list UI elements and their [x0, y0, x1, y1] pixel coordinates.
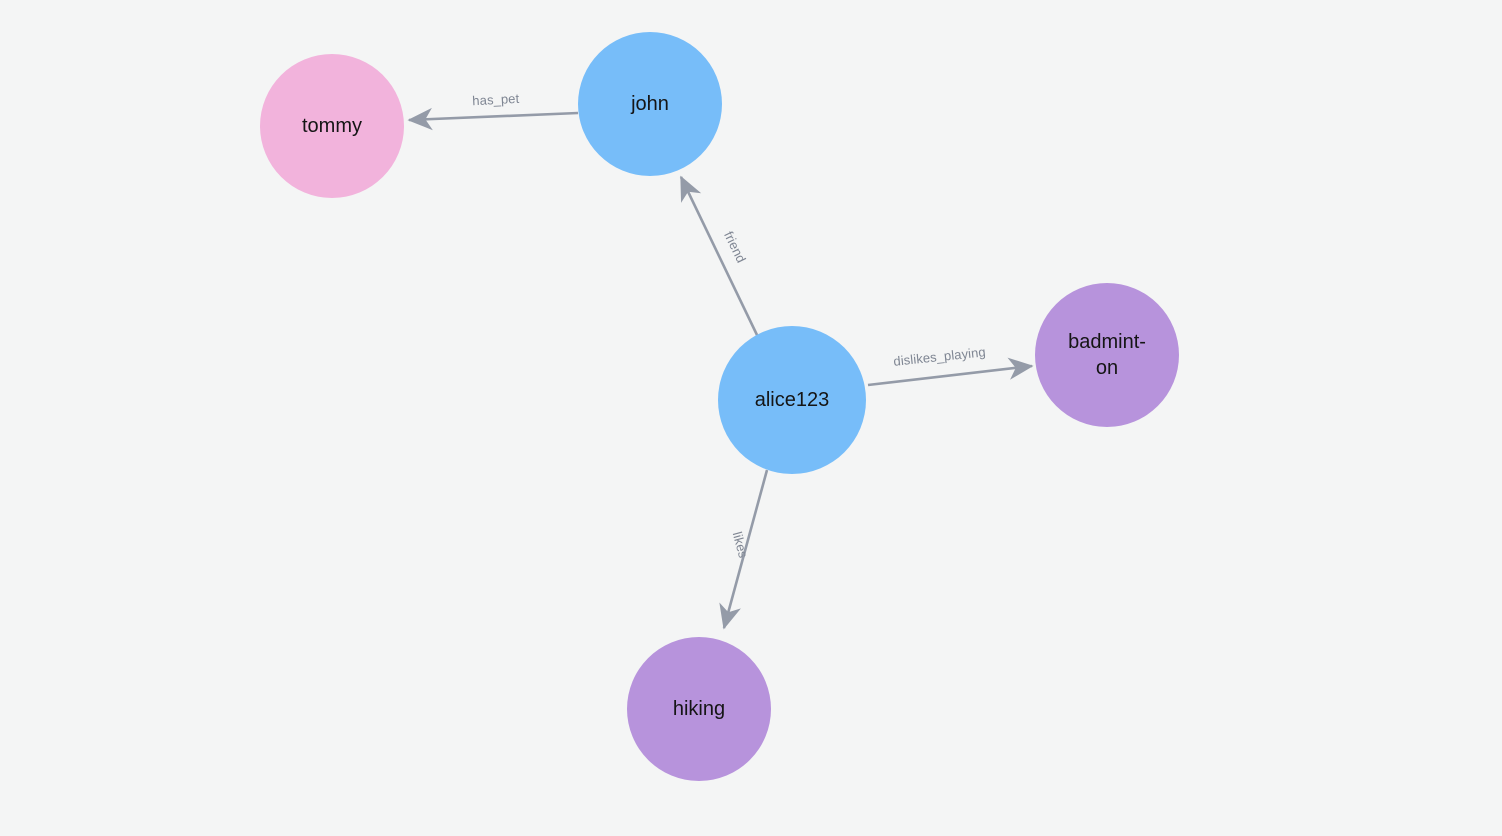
node-hiking[interactable]: hiking [627, 637, 771, 781]
node-alice123-circle[interactable] [718, 326, 866, 474]
node-tommy[interactable]: tommy [260, 54, 404, 198]
edge-likes-label: likes [730, 530, 751, 560]
node-alice123[interactable]: alice123 [718, 326, 866, 474]
edge-likes[interactable] [719, 469, 769, 630]
nodes-layer: tommy john alice123 badmint-on hiking [260, 32, 1179, 781]
node-john-circle[interactable] [578, 32, 722, 176]
node-badminton-circle[interactable] [1035, 283, 1179, 427]
edge-has-pet-label: has_pet [472, 91, 520, 108]
edges-layer [407, 107, 1034, 630]
edge-has-pet[interactable] [407, 107, 579, 131]
edge-friend[interactable] [679, 175, 759, 336]
edge-dislikes-playing[interactable] [867, 357, 1034, 387]
edge-friend-label: friend [721, 229, 749, 265]
edge-dislikes-playing-label: dislikes_playing [893, 344, 987, 369]
node-john[interactable]: john [578, 32, 722, 176]
node-badminton[interactable]: badmint-on [1035, 283, 1179, 427]
node-tommy-circle[interactable] [260, 54, 404, 198]
node-hiking-circle[interactable] [627, 637, 771, 781]
